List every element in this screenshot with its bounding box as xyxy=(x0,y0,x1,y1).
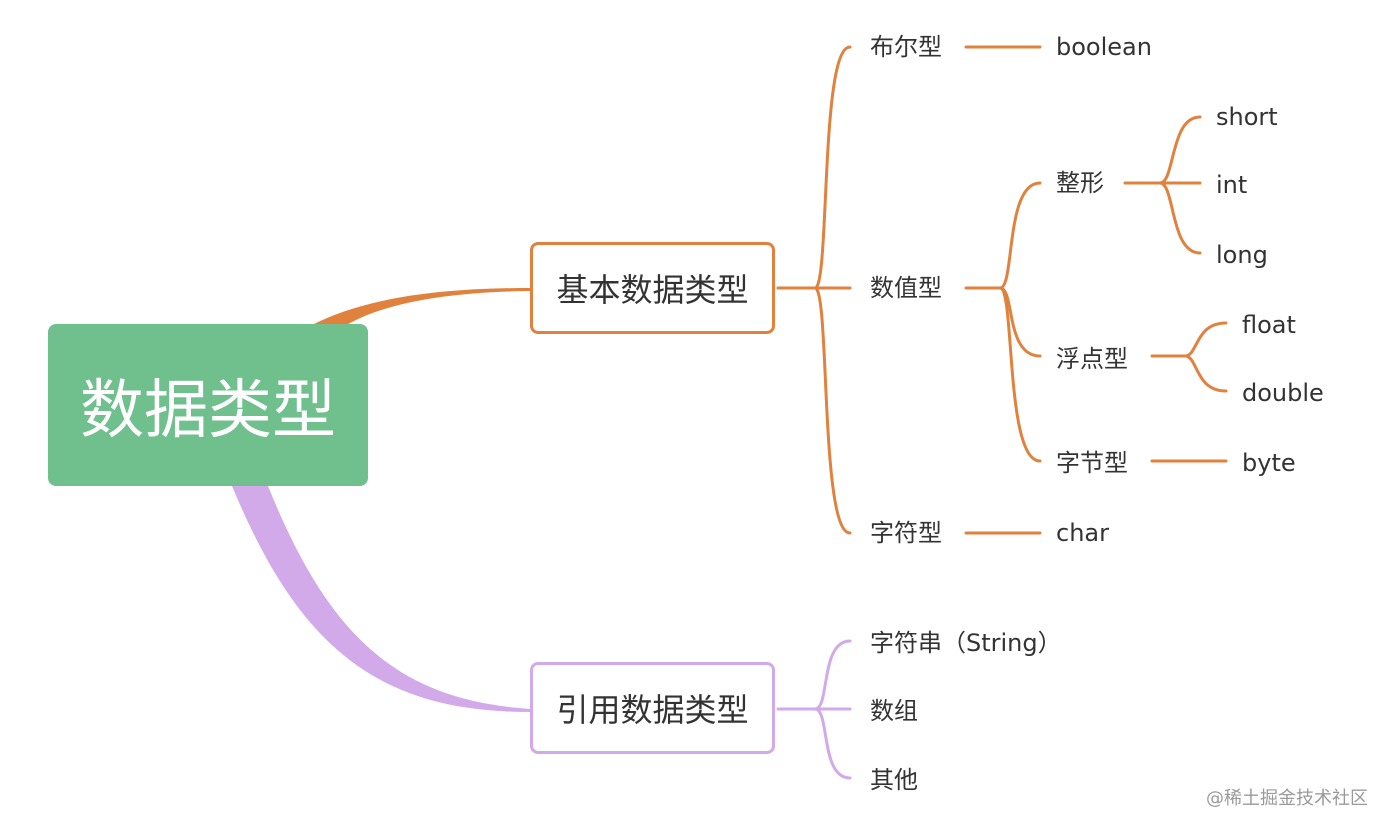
float-type-node: 浮点型 xyxy=(1056,345,1128,373)
watermark: @稀土掘金技术社区 xyxy=(1206,788,1368,809)
long-leaf: long xyxy=(1216,241,1268,269)
other-leaf: 其他 xyxy=(870,766,918,794)
float-leaf: float xyxy=(1242,311,1296,339)
primitive-types-node: 基本数据类型 xyxy=(530,242,775,334)
numeric-type-node: 数值型 xyxy=(870,274,942,302)
boolean-leaf: boolean xyxy=(1056,33,1152,61)
string-leaf: 字符串（String） xyxy=(870,629,1062,657)
connector-to-integer xyxy=(998,181,1042,290)
reference-types-node: 引用数据类型 xyxy=(530,662,775,754)
connector-root-reference xyxy=(232,486,530,712)
array-leaf: 数组 xyxy=(870,697,918,725)
char-leaf: char xyxy=(1056,519,1109,547)
byte-type-node: 字节型 xyxy=(1056,449,1128,477)
root-node: 数据类型 xyxy=(48,324,368,486)
int-leaf: int xyxy=(1216,171,1248,199)
connector-to-boolean-type xyxy=(813,45,852,290)
connector-to-byte-type xyxy=(998,286,1042,463)
double-leaf: double xyxy=(1242,379,1324,407)
char-type-node: 字符型 xyxy=(870,519,942,547)
connector-to-char-type xyxy=(813,286,852,535)
connector-to-long xyxy=(1158,181,1202,255)
connector-to-short xyxy=(1158,115,1202,185)
connector-to-double xyxy=(1183,354,1228,393)
short-leaf: short xyxy=(1216,103,1278,131)
connector-root-primitive xyxy=(310,288,530,326)
connector-to-float xyxy=(1183,321,1228,358)
boolean-type-node: 布尔型 xyxy=(870,33,942,61)
connector-to-other xyxy=(813,707,852,780)
byte-leaf: byte xyxy=(1242,449,1296,477)
connector-to-string xyxy=(813,639,852,711)
integer-type-node: 整形 xyxy=(1056,169,1104,197)
